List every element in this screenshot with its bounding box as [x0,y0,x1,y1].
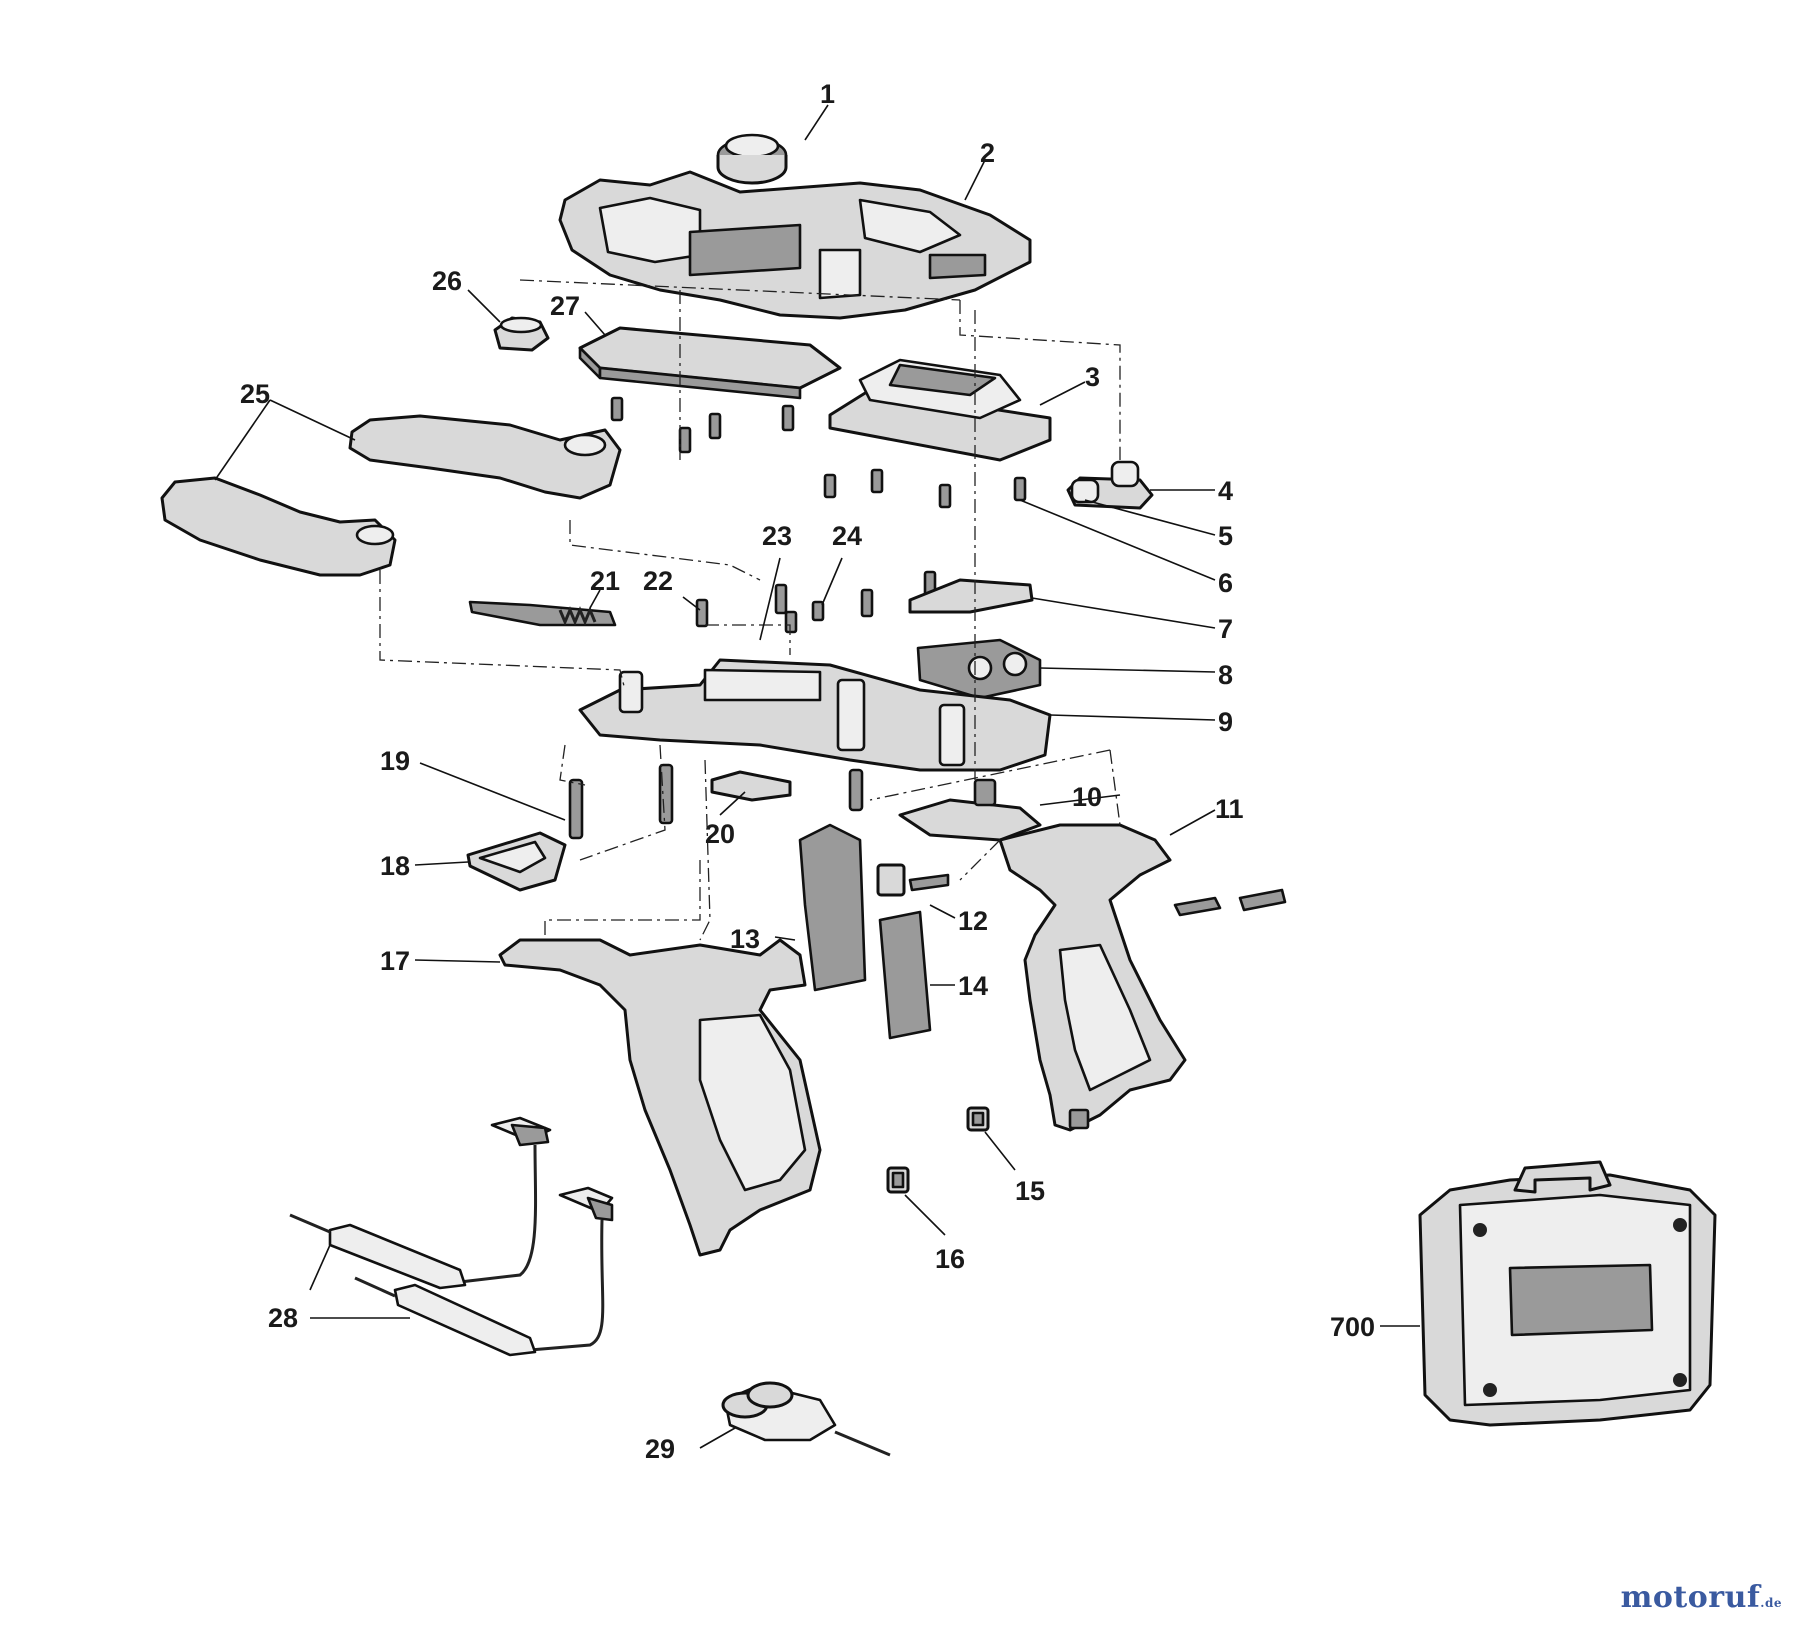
part-25-clamp-jaws [160,414,622,577]
part-4-5-buttons [1066,460,1154,510]
part-label: 12 [958,906,988,936]
part-label: 28 [268,1303,298,1333]
part-label: 27 [550,291,580,321]
part-15-clip [966,1106,990,1132]
watermark-main: motoruf [1620,1580,1761,1615]
part-12-clip [876,863,950,897]
part-700-carry-case [1418,1160,1717,1427]
part-label: 6 [1218,568,1233,598]
part-label: 20 [705,819,735,849]
part-label: 15 [1015,1176,1045,1206]
part-label: 8 [1218,660,1233,690]
part-label: 23 [762,521,792,551]
part-16-clip [886,1166,910,1194]
part-label: 18 [380,851,410,881]
part-label: 3 [1085,362,1100,392]
part-label: 25 [240,379,270,409]
part-14-pad [878,910,932,1040]
part-19-20 [568,763,864,840]
assembly-lines [379,279,1121,941]
part-11-screws [1173,888,1287,917]
part-28-test-leads [289,1116,614,1357]
watermark-tld: .de [1760,1596,1782,1610]
part-27-board [578,326,842,400]
part-22-24-screws [695,570,937,634]
part-label: 22 [643,566,673,596]
part-7-bracket [908,578,1034,614]
part-label: 10 [1072,782,1102,812]
part-labels: 1 2 3 4 5 6 7 8 9 10 11 12 13 14 15 16 1… [240,79,1375,1464]
part-3-display-board [828,358,1052,462]
part-label: 14 [958,971,988,1001]
part-17-left-handle-half [498,823,867,1257]
motoruf-watermark: motoruf.de [1621,1580,1782,1615]
part-10-inner [898,778,1042,842]
part-label: 29 [645,1434,675,1464]
part-label: 26 [432,266,462,296]
part-label: 5 [1218,521,1233,551]
part-9-middle-frame [578,658,1052,772]
part-label: 2 [980,138,995,168]
part-label: 9 [1218,707,1233,737]
leader-lines [214,104,1420,1449]
part-label: 13 [730,924,760,954]
part-label: 16 [935,1244,965,1274]
part-label: 24 [832,521,862,551]
parts-artwork [160,104,1717,1457]
part-11-right-handle-half [998,823,1187,1132]
part-label: 21 [590,566,620,596]
part-18-bracket [466,831,567,892]
part-label: 700 [1330,1312,1375,1342]
part-label: 19 [380,746,410,776]
part-label: 1 [820,79,835,109]
part-6-screws [823,468,1027,509]
part-27-screws [610,396,795,454]
part-29-adapter [721,1381,891,1457]
part-label: 11 [1215,794,1244,824]
part-label: 7 [1218,614,1233,644]
part-1-knob [716,133,788,185]
part-2-top-housing [558,170,1032,320]
part-label: 4 [1218,476,1233,506]
part-label: 17 [380,946,410,976]
part-21-spring [468,600,617,627]
part-8-switch [916,638,1042,700]
part-26-cap [493,316,550,352]
